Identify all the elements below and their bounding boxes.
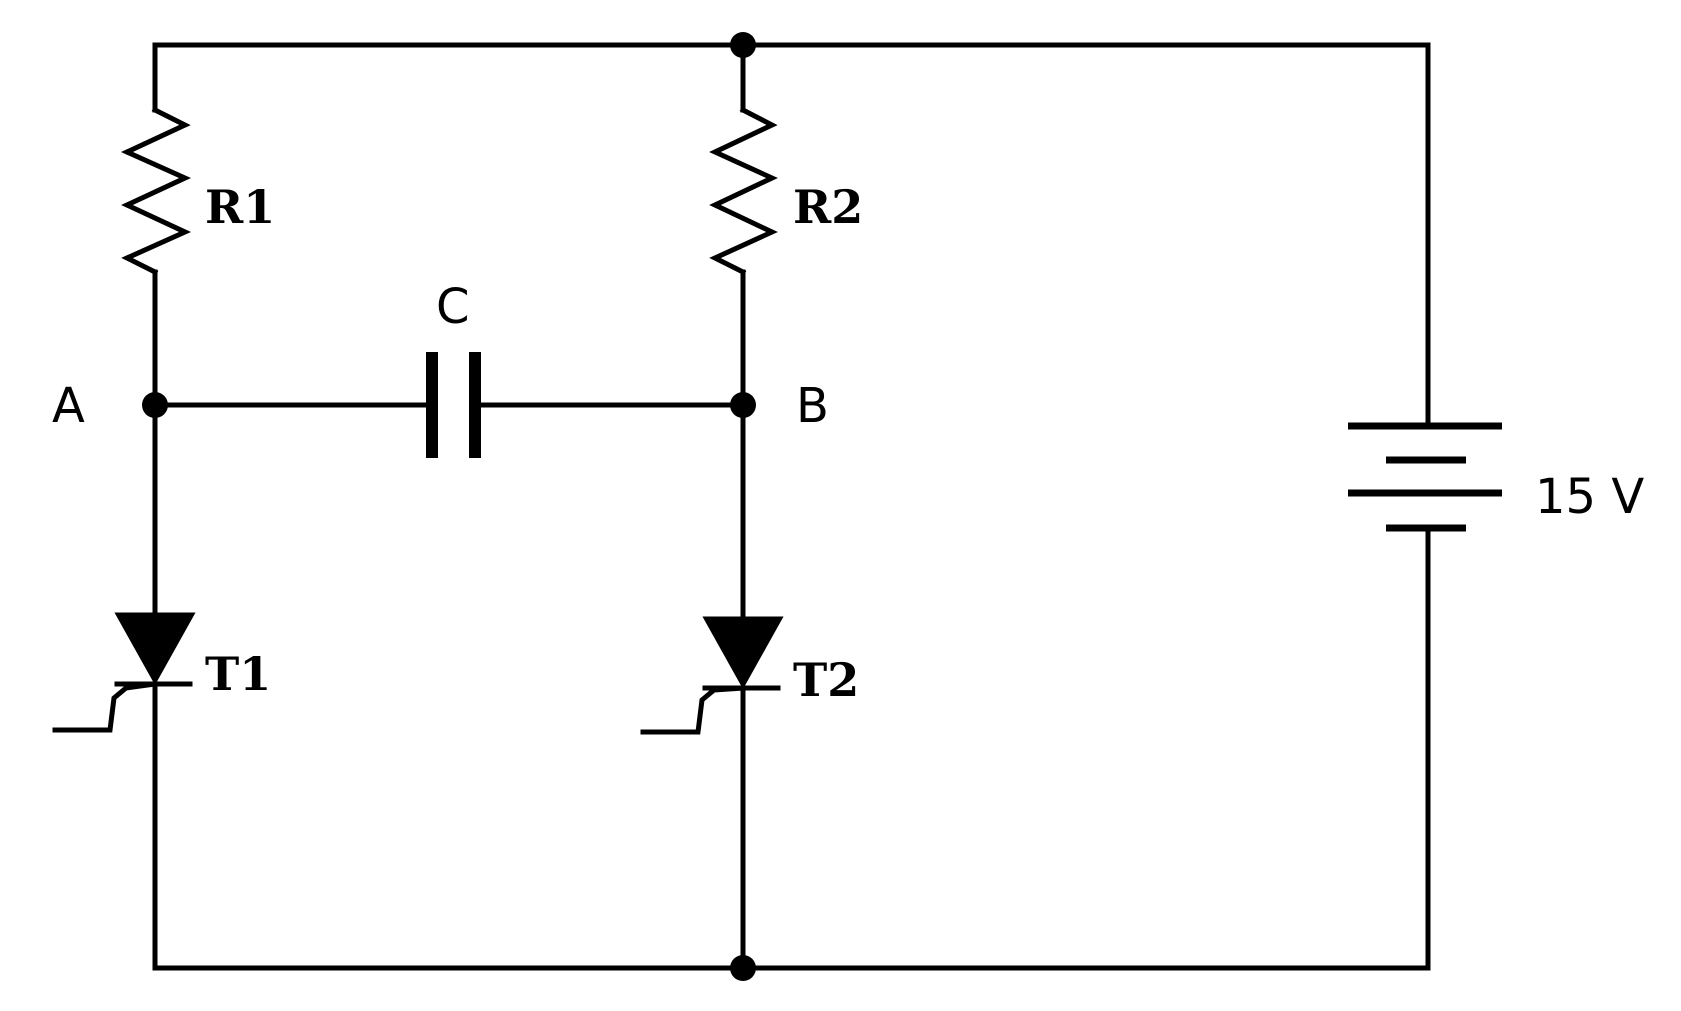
- node-top-junction: [730, 32, 756, 58]
- thyristor-t1: [52, 612, 196, 733]
- label-r1: R1: [205, 180, 275, 234]
- label-t1: T1: [205, 647, 271, 701]
- thyristor-t1-gate: [52, 681, 158, 733]
- thyristor-t2-triangle: [702, 616, 784, 690]
- label-r2: R2: [793, 180, 863, 234]
- battery-source: [1348, 422, 1502, 532]
- resistor-r2-zigzag: [709, 106, 778, 276]
- node-bottom-junction: [730, 955, 756, 981]
- thyristor-t1-triangle: [114, 612, 196, 686]
- label-b: B: [796, 378, 829, 434]
- labels: R1 R2 C A B T1 T2 15 V: [52, 180, 1644, 707]
- label-t2: T2: [793, 653, 859, 707]
- resistor-r2: [709, 106, 778, 276]
- node-b: [730, 392, 756, 418]
- resistor-r1-zigzag: [120, 106, 192, 276]
- label-a: A: [52, 378, 85, 434]
- resistor-r1: [120, 106, 192, 276]
- thyristor-t2: [640, 616, 784, 735]
- junction-nodes: [142, 32, 756, 981]
- capacitor-c: [426, 352, 481, 458]
- wires: [152, 42, 1431, 971]
- node-a: [142, 392, 168, 418]
- label-supply-voltage: 15 V: [1535, 469, 1644, 525]
- label-c: C: [436, 279, 470, 335]
- thyristor-t2-gate: [640, 685, 746, 735]
